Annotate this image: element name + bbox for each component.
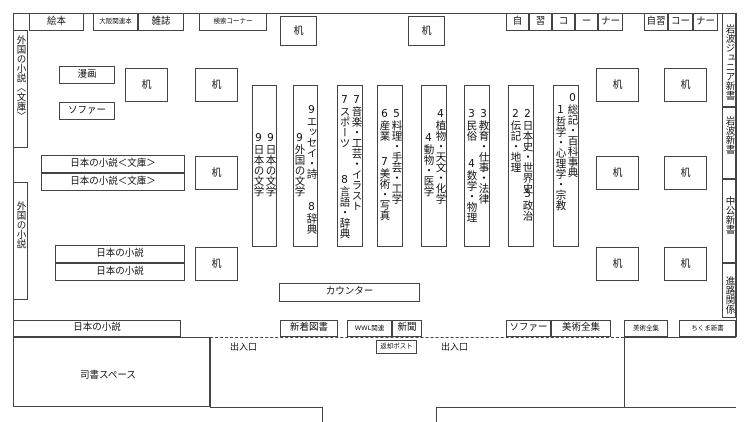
- shelf-label: 4数学・物理: [465, 158, 478, 223]
- self-study-cell-1: 自: [506, 13, 529, 31]
- desk-left-3: 机: [195, 156, 238, 190]
- iwanami-shelf: 岩波新書: [722, 107, 736, 179]
- foreign-bunko-shelf: 外国の小説〈文庫〉: [13, 30, 28, 148]
- shelf-label: 4植物・天文・化学: [434, 108, 447, 204]
- right-room-bottom: [624, 407, 736, 408]
- shelf-label: 2伝記・地理: [509, 108, 522, 173]
- shelf-label: 9日本の文学: [252, 132, 265, 197]
- wall-bottom-right: [624, 337, 736, 338]
- entrance-left[interactable]: 出入口: [230, 343, 258, 353]
- shelf-label: 6産業: [378, 108, 391, 141]
- shelf-1-philosophy: 1哲学・心理学・宗教 0総記・百科事典: [553, 85, 579, 247]
- picture-books-shelf: 絵本: [29, 13, 84, 31]
- desk-right-6: 机: [664, 247, 707, 281]
- desk-top-1: 机: [280, 16, 317, 46]
- shelf-label: 9日本の文学: [264, 132, 277, 197]
- desk-right-1: 机: [596, 68, 639, 102]
- shelf-label: 7音楽・工芸・イラスト: [350, 94, 363, 211]
- chikuma-shelf: ちくま新書: [679, 320, 736, 337]
- shelf-label: 8言語・辞典: [338, 174, 351, 239]
- entrance-right[interactable]: 出入口: [441, 343, 469, 353]
- wall-right: [736, 13, 737, 337]
- corridor-post-right: [436, 407, 437, 422]
- magazines-shelf: 雑誌: [138, 13, 184, 31]
- jp-bunko-shelf-2: 日本の小説＜文庫＞: [41, 173, 185, 191]
- shelf-label: 3政治: [521, 188, 534, 221]
- counter: カウンター: [279, 283, 420, 302]
- self-study-cell-4: ー: [575, 13, 598, 31]
- corridor-bottom-left: [210, 407, 322, 408]
- shelf-label: 7スポーツ: [338, 94, 351, 148]
- shelf-label: 9エッセイ・詩: [305, 104, 318, 179]
- jp-bunko-shelf-1: 日本の小説＜文庫＞: [41, 155, 185, 173]
- self-study-cell-5: ナー: [598, 13, 623, 31]
- new-books-shelf: 新着図書: [280, 320, 338, 337]
- foreign-novels-label: 外国の小説: [14, 201, 26, 249]
- shelf-3-folk: 3民俗 4数学・物理 3教育・仕事・法律: [464, 85, 490, 247]
- iwanami-junior-shelf: 岩波ジュニア新書: [722, 13, 736, 107]
- shelf-6-industry: 6産業 7美術・写真 5料理・手芸・工学: [377, 85, 403, 247]
- self-study-cell-2: 習: [529, 13, 552, 31]
- shelf-label: 4動物・医学: [422, 132, 435, 197]
- desk-left-4: 机: [195, 247, 238, 281]
- shelf-4-animals: 4動物・医学 4植物・天文・化学: [421, 85, 447, 247]
- shelf-9-japanese-lit-1: 9日本の文学 9日本の文学: [252, 85, 277, 247]
- shelf-label: 8辞典: [305, 201, 318, 234]
- art-collection-2: 美術全集: [624, 320, 668, 337]
- desk-left-1: 机: [125, 68, 168, 102]
- search-corner: 検索コーナー: [199, 13, 267, 31]
- shelf-label: 進路関係: [723, 276, 735, 314]
- jp-novel-shelf-1: 日本の小説: [55, 245, 185, 263]
- desk-right-4: 机: [664, 156, 707, 190]
- shelf-label: 9外国の文学: [293, 132, 306, 197]
- librarian-space-label: 司書スペース: [80, 370, 136, 381]
- shelf-label: 1哲学・心理学・宗教: [554, 104, 567, 211]
- osaka-books-shelf: 大阪関連本: [93, 13, 138, 31]
- corridor-right-wall: [624, 337, 625, 407]
- shelf-label: 岩波ジュニア新書: [723, 24, 735, 100]
- foreign-novels-shelf: 外国の小説: [13, 182, 28, 300]
- newspaper-shelf: 新聞: [392, 320, 422, 337]
- desk-right-5: 机: [596, 247, 639, 281]
- return-post[interactable]: 返却ポスト: [376, 340, 417, 354]
- corridor-left-wall: [210, 337, 211, 407]
- shelf-label: 5料理・手芸・工学: [390, 108, 403, 204]
- shelf-label: 中公新書: [723, 196, 735, 234]
- wall-left: [13, 13, 14, 337]
- sofa-bottom: ソファー: [506, 320, 551, 337]
- self-study-b-cell-2: コー: [668, 13, 693, 31]
- chuko-shelf: 中公新書: [722, 179, 736, 263]
- shelf-9-foreign-lit: 9外国の文学 9エッセイ・詩 8辞典: [293, 85, 318, 247]
- shelf-label: 7美術・写真: [378, 156, 391, 221]
- shelf-2-biography: 2伝記・地理 2日本史・世界史 3政治: [508, 85, 534, 247]
- shelf-label: 2日本史・世界史: [521, 108, 534, 194]
- librarian-space: [13, 337, 210, 407]
- foreign-bunko-label: 外国の小説〈文庫〉: [14, 35, 26, 121]
- desk-right-3: 机: [596, 156, 639, 190]
- self-study-b-cell-1: 自習: [644, 13, 668, 31]
- shelf-label: 3教育・仕事・法律: [477, 108, 490, 204]
- entrance-line: [205, 337, 624, 338]
- career-shelf: 進路関係: [722, 263, 736, 318]
- shelf-label: 岩波新書: [723, 116, 735, 154]
- shelf-7-sports: 7スポーツ 8言語・辞典 7音楽・工芸・イラスト: [337, 85, 363, 247]
- self-study-cell-3: コ: [552, 13, 575, 31]
- self-study-b-cell-3: ナー: [693, 13, 718, 31]
- jp-novel-shelf-2: 日本の小説: [55, 263, 185, 281]
- corridor-post-left: [322, 407, 323, 422]
- wall-bottom-left: [13, 337, 213, 338]
- desk-top-2: 机: [408, 16, 445, 46]
- shelf-label: 0総記・百科事典: [566, 92, 579, 178]
- manga-shelf: 漫画: [59, 66, 115, 84]
- desk-left-2: 机: [195, 68, 238, 102]
- shelf-label: 3民俗: [465, 108, 478, 141]
- art-collection-1: 美術全集: [551, 320, 611, 337]
- wall-top: [13, 13, 736, 14]
- jp-novel-bottom-shelf: 日本の小説: [13, 320, 181, 337]
- sofa-left: ソファー: [59, 102, 115, 120]
- wwl-shelf: WWL関連: [347, 320, 392, 337]
- desk-right-2: 机: [664, 68, 707, 102]
- corridor-bottom-right: [436, 407, 624, 408]
